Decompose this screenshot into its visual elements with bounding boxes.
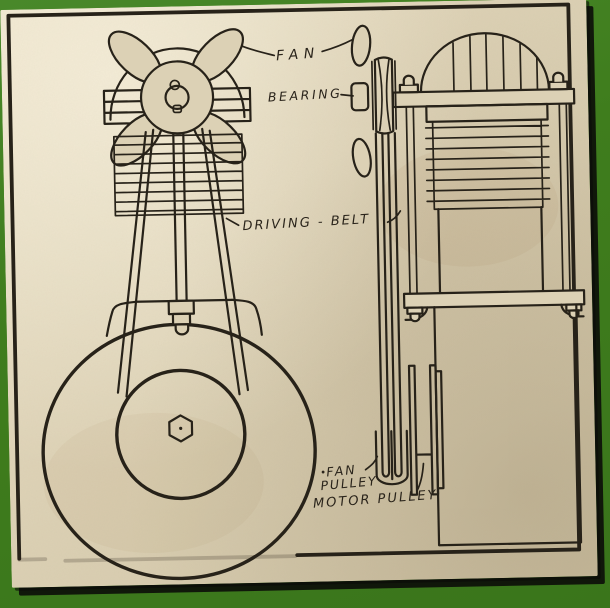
engine-diagram: FAN BEARING DRIVING - BELT FAN PULLEY MO… bbox=[0, 0, 598, 588]
shroud-louvers bbox=[452, 33, 539, 93]
fan-hub bbox=[139, 60, 215, 135]
plug-tip bbox=[174, 323, 190, 336]
leader-fan-right bbox=[321, 39, 353, 53]
cylinder-fins-front bbox=[112, 133, 245, 217]
label-fan-pulley-dot bbox=[321, 470, 325, 474]
flange-bolt-cap-left bbox=[409, 312, 421, 323]
fan-pulley-top bbox=[371, 56, 398, 135]
plate-bolt-base-left bbox=[398, 83, 420, 94]
motor-pulley-side bbox=[407, 364, 445, 496]
base-flange bbox=[402, 289, 586, 309]
driving-belt-front bbox=[116, 127, 250, 398]
cylinder-fins-side bbox=[424, 118, 551, 211]
leader-driving-belt-right bbox=[386, 210, 402, 224]
crankcase-shoulder-right bbox=[231, 298, 263, 336]
motor-pulley-front bbox=[115, 368, 247, 501]
fan-shaft-bore bbox=[164, 84, 190, 111]
paper-stain bbox=[378, 146, 559, 267]
leader-bearing bbox=[340, 93, 354, 97]
label-fan-pulley-line2: PULLEY bbox=[320, 473, 378, 493]
shaft-center-dot bbox=[179, 426, 183, 431]
fan-blade-side-top bbox=[350, 24, 372, 67]
fan-pulley-outer-lines bbox=[371, 60, 398, 131]
leader-motor-pulley bbox=[416, 462, 425, 492]
side-view bbox=[350, 24, 586, 547]
hub-nub bbox=[172, 104, 183, 114]
paper-stain bbox=[43, 412, 264, 553]
label-fan-pulley-line1: FAN bbox=[326, 462, 358, 480]
plug-step-2 bbox=[171, 312, 192, 326]
front-view bbox=[41, 28, 317, 581]
cylinder-barrel bbox=[437, 206, 545, 295]
shroud-dome bbox=[419, 32, 551, 94]
shaft-hex-nut bbox=[168, 414, 194, 443]
plate-bolt-cap-right bbox=[552, 71, 565, 83]
plate-bolt-base-right bbox=[548, 80, 569, 91]
hub-keyway bbox=[169, 79, 181, 91]
fan-pulley-groove bbox=[377, 59, 392, 132]
crankcase-shoulder-left bbox=[105, 300, 138, 337]
leader-fan-pulley bbox=[364, 455, 379, 471]
fan-pulley-flanges bbox=[373, 56, 395, 135]
leader-driving-belt-left bbox=[225, 217, 240, 227]
driving-belt-side bbox=[374, 131, 403, 478]
bearing-block bbox=[350, 82, 370, 112]
label-bearing: BEARING bbox=[267, 85, 342, 104]
frame-line bbox=[6, 2, 582, 561]
plug-step-1 bbox=[167, 299, 195, 316]
pushrod-tube bbox=[172, 132, 188, 302]
fan-pulley-bottom bbox=[374, 429, 409, 486]
fan-shroud-arc bbox=[109, 47, 246, 121]
plate-bolt-cap-left bbox=[402, 74, 415, 86]
tie-rods bbox=[405, 102, 571, 295]
fan-blade-side-bottom bbox=[351, 137, 372, 178]
label-fan: FAN bbox=[275, 45, 320, 64]
leader-fan-left bbox=[241, 45, 276, 57]
head-band-side bbox=[425, 102, 549, 124]
label-driving-belt: DRIVING - BELT bbox=[242, 212, 370, 234]
scanned-page: FAN BEARING DRIVING - BELT FAN PULLEY MO… bbox=[0, 0, 598, 588]
